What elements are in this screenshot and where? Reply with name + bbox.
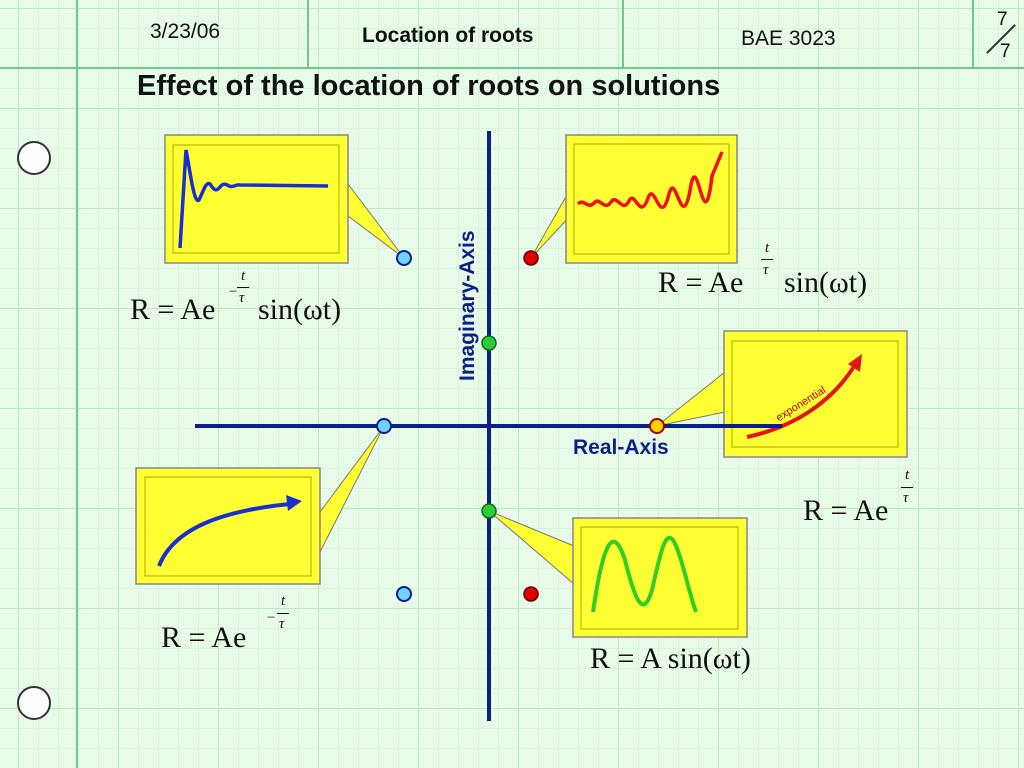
fraction-bar — [277, 613, 289, 614]
damped-oscillation-panel — [164, 134, 349, 264]
real-axis-label: Real-Axis — [573, 436, 669, 459]
header-divider — [972, 0, 974, 67]
decaying-response-panel — [135, 467, 321, 585]
equation-damped-sign: − — [228, 284, 239, 300]
equation-growosc-main: R = Ae — [658, 266, 744, 299]
equation-damped-exp-num: t — [241, 268, 246, 284]
header-divider — [76, 0, 78, 67]
root-real-right — [649, 418, 665, 434]
header-title: Location of roots — [362, 24, 534, 47]
equation-pure-oscillation: R = A sin(ωt) — [590, 642, 751, 675]
imaginary-axis-label: Imaginary-Axis — [456, 230, 479, 381]
header-date: 3/23/06 — [150, 20, 221, 43]
slide-title: Effect of the location of roots on solut… — [137, 70, 721, 102]
equation-damped-main: R = Ae — [130, 293, 216, 326]
equation-decaying-sign: − — [266, 610, 277, 626]
callout-pointer — [347, 182, 405, 259]
root-upper-left — [396, 250, 412, 266]
equation-growing-exp-num: t — [905, 467, 910, 483]
pure-oscillation-panel — [572, 517, 748, 638]
header-divider — [622, 0, 624, 67]
callout-pointer — [319, 425, 385, 553]
root-imag-lower — [481, 503, 497, 519]
header-course: BAE 3023 — [741, 27, 836, 50]
root-lower-left — [396, 586, 412, 602]
root-lower-right — [523, 586, 539, 602]
equation-decaying-main: R = Ae — [161, 621, 247, 654]
root-real-left — [376, 418, 392, 434]
equation-growosc-exp-num: t — [765, 240, 770, 256]
equation-damped-tail: sin(ωt) — [258, 293, 342, 326]
page-number: 7 — [997, 9, 1008, 30]
callout-pointer — [488, 510, 575, 586]
binder-hole-top — [17, 141, 51, 175]
root-imag-upper — [481, 335, 497, 351]
exponential-growth-panel — [723, 330, 908, 458]
equation-growing-exp-den: τ — [903, 490, 909, 506]
fraction-bar — [237, 287, 249, 288]
header-divider — [307, 0, 309, 67]
equation-decaying-exp-num: t — [281, 593, 286, 609]
growing-oscillation-panel — [565, 134, 738, 264]
slide-header: 3/23/06 Location of roots BAE 3023 7 7 — [0, 0, 1024, 69]
binder-hole-bottom — [17, 686, 51, 720]
equation-growing-main: R = Ae — [803, 494, 889, 527]
equation-growosc-exp-den: τ — [763, 262, 769, 278]
equation-decaying-exp-den: τ — [279, 616, 285, 632]
margin-line — [76, 0, 78, 768]
callout-pointer — [656, 370, 726, 427]
fraction-bar — [901, 487, 913, 488]
equation-damped-exp-den: τ — [239, 290, 245, 306]
fraction-bar — [761, 259, 773, 260]
page-total: 7 — [1000, 41, 1011, 62]
root-upper-right — [523, 250, 539, 266]
equation-growosc-tail: sin(ωt) — [784, 266, 868, 299]
